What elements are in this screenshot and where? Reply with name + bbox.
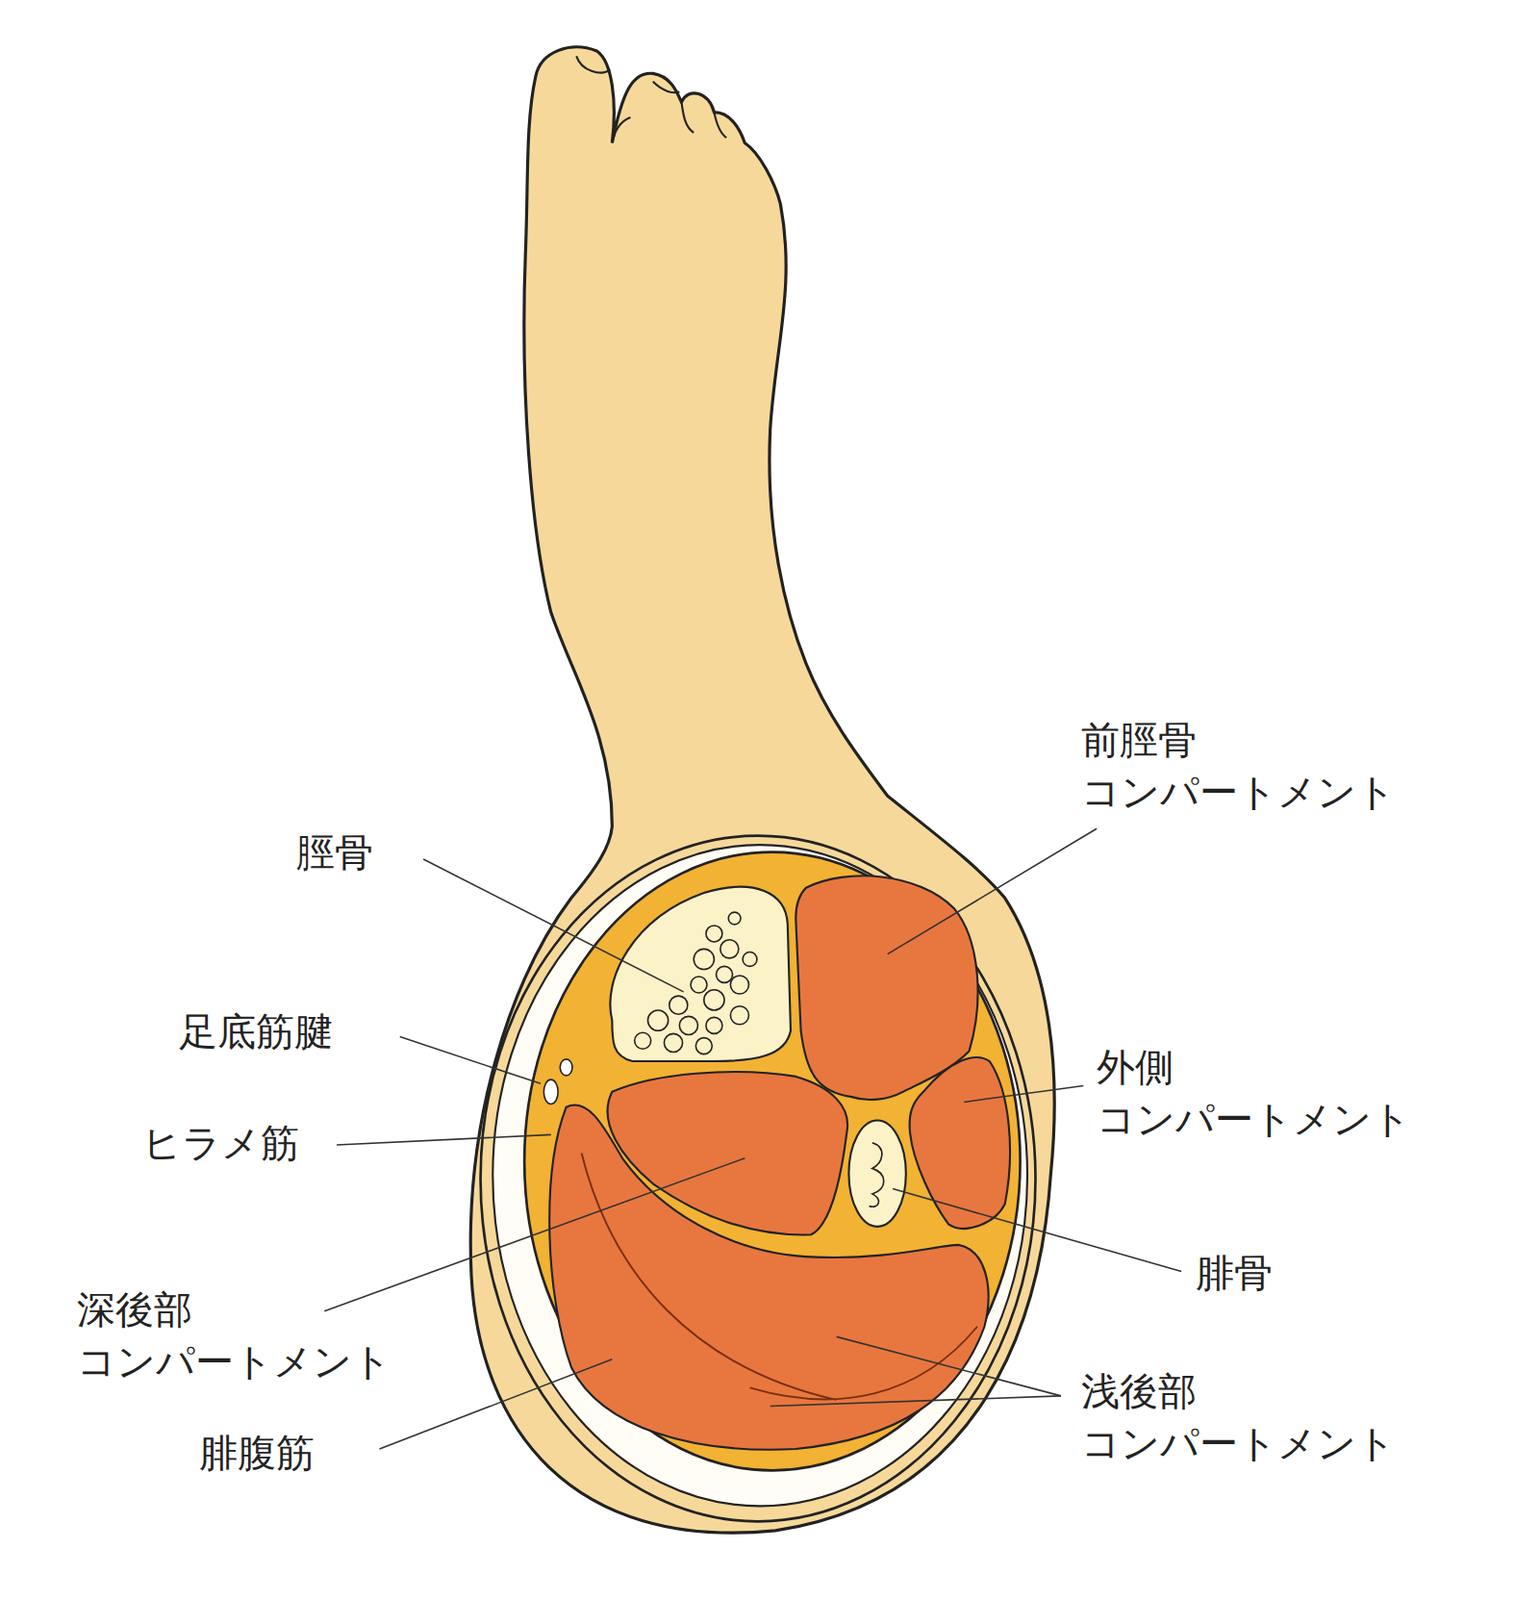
- anatomy-label: ヒラメ筋: [142, 1116, 300, 1169]
- fibula: [848, 1120, 906, 1227]
- anatomy-label: 腓骨: [1195, 1246, 1273, 1299]
- toe-lines: [576, 55, 727, 143]
- anatomy-label: 腓腹筋: [199, 1426, 315, 1479]
- fascia: [524, 852, 1020, 1471]
- skin-ring: [480, 835, 1036, 1522]
- anatomy-label: 前脛骨 コンパートメント: [1081, 713, 1413, 818]
- plantaris-tendon: [543, 1079, 558, 1104]
- muscle-division: [581, 1152, 979, 1400]
- subcutis: [492, 844, 1028, 1506]
- plantaris-tendon: [559, 1059, 573, 1076]
- superficial-posterior-compartment: [549, 1104, 988, 1449]
- foot-outline: [470, 47, 1055, 1533]
- anatomy-label: 脛骨: [296, 826, 374, 879]
- leader-lines: [324, 828, 1182, 1449]
- anatomy-label: 足底筋腱: [178, 1005, 333, 1058]
- anatomy-label: 外側 コンパートメント: [1096, 1040, 1428, 1145]
- fibula-marrow: [869, 1142, 884, 1207]
- lateral-compartment: [909, 1057, 1010, 1229]
- tibia: [609, 886, 791, 1061]
- anatomy-label: 深後部 コンパートメント: [76, 1283, 408, 1388]
- anatomy-label: 浅後部 コンパートメント: [1081, 1364, 1413, 1469]
- tibia-marrow: [634, 911, 758, 1054]
